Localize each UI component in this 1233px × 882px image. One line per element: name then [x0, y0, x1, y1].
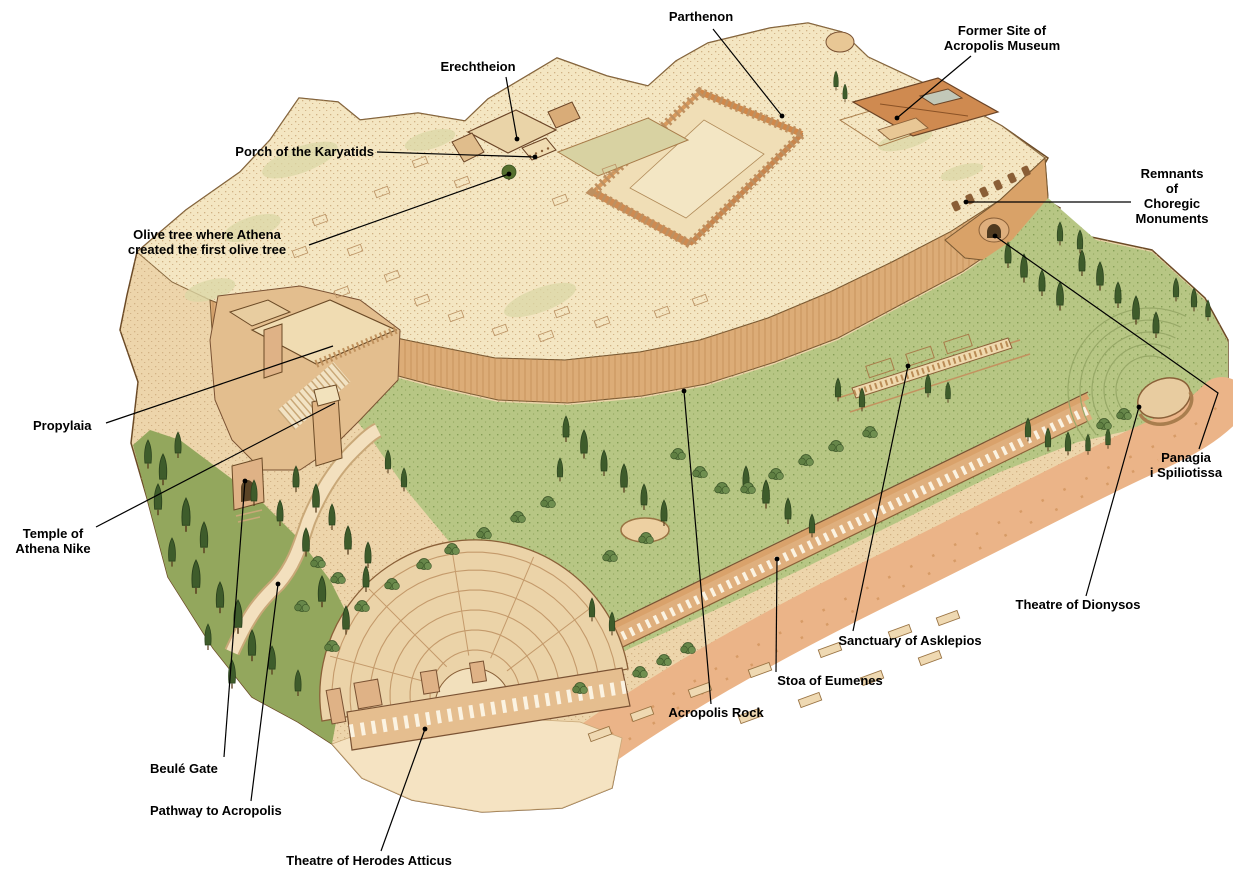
- leader-dot-olive-tree: [506, 171, 512, 177]
- label-line: Theatre of Dionysos: [1015, 597, 1141, 612]
- leader-dot-theatre-of-herodes-atticus: [422, 726, 428, 732]
- label-line: created the first olive tree: [127, 242, 287, 257]
- leader-dot-erechtheion: [514, 136, 520, 142]
- leader-line-former-acropolis-museum: [896, 55, 972, 119]
- label-line: Erechtheion: [440, 59, 516, 74]
- label-line: Olive tree where Athena: [133, 227, 281, 242]
- label-sanctuary-of-asklepios: Sanctuary of Asklepios: [838, 633, 981, 648]
- leader-line-panagia-i-spiliotissa: [994, 235, 1219, 450]
- label-line: Monuments: [1135, 211, 1209, 226]
- leader-dot-porch-of-the-karyatids: [532, 154, 538, 160]
- label-line: Choregic: [1143, 196, 1201, 211]
- leader-dot-pathway-to-acropolis: [275, 581, 281, 587]
- label-line: Former Site of: [957, 23, 1047, 38]
- temple-of-athena-nike-building: [311, 384, 343, 467]
- label-acropolis-rock: Acropolis Rock: [668, 705, 763, 720]
- label-parthenon: Parthenon: [669, 9, 733, 24]
- label-line: Beulé Gate: [150, 761, 218, 776]
- leader-line-beule-gate: [223, 480, 246, 758]
- leader-dot-stoa-of-eumenes: [774, 556, 780, 562]
- leader-line-theatre-of-dionysos: [1085, 406, 1140, 597]
- leader-lines: [95, 28, 1219, 852]
- leader-line-theatre-of-herodes-atticus: [380, 728, 426, 852]
- leader-line-parthenon: [712, 28, 783, 117]
- label-theatre-of-herodes-atticus: Theatre of Herodes Atticus: [286, 853, 452, 868]
- label-line: Panagia: [1161, 450, 1211, 465]
- label-line: Athena Nike: [15, 541, 91, 556]
- label-line: of: [1165, 181, 1179, 196]
- leader-line-pathway-to-acropolis: [250, 583, 279, 802]
- pathway: [224, 422, 382, 656]
- label-line: Porch of the Karyatids: [235, 144, 374, 159]
- label-erechtheion: Erechtheion: [440, 59, 515, 74]
- leader-line-olive-tree: [308, 173, 510, 246]
- label-beule-gate: Beulé Gate: [150, 761, 218, 776]
- label-line: i Spiliotissa: [1149, 465, 1223, 480]
- leader-line-erechtheion: [505, 76, 518, 140]
- leader-line-propylaia: [105, 345, 334, 424]
- leader-dot-remnants-of-choregic-monuments: [963, 199, 969, 205]
- leader-dot-parthenon: [779, 113, 785, 119]
- terrace-road: [527, 377, 1233, 803]
- museum-building: [825, 31, 1000, 147]
- leader-line-acropolis-rock: [683, 390, 712, 705]
- propylaia-building: [209, 285, 401, 471]
- label-line: Parthenon: [668, 9, 734, 24]
- leader-line-porch-of-the-karyatids: [376, 151, 536, 158]
- leader-dot-sanctuary-of-asklepios: [905, 363, 911, 369]
- label-line: Acropolis Museum: [943, 38, 1061, 53]
- label-line: Theatre of Herodes Atticus: [286, 853, 452, 868]
- label-porch-of-the-karyatids: Porch of the Karyatids: [235, 144, 374, 159]
- stoa-of-eumenes-building: [593, 391, 1093, 660]
- leader-dot-theatre-of-dionysos: [1136, 404, 1142, 410]
- label-pathway-to-acropolis: Pathway to Acropolis: [150, 803, 282, 818]
- leader-dot-beule-gate: [242, 478, 248, 484]
- label-propylaia: Propylaia: [33, 418, 92, 433]
- label-line: Sanctuary of Asklepios: [838, 633, 982, 648]
- belvedere: [825, 31, 855, 53]
- label-stoa-of-eumenes: Stoa of Eumenes: [777, 673, 882, 688]
- leader-line-temple-of-athena-nike: [95, 402, 336, 528]
- label-line: Propylaia: [33, 418, 92, 433]
- theatre-of-dionysos-building: [1067, 307, 1194, 444]
- choregic-niches: [951, 165, 1031, 212]
- label-line: Temple of: [22, 526, 84, 541]
- label-line: Pathway to Acropolis: [150, 803, 282, 818]
- leader-dot-former-acropolis-museum: [894, 115, 900, 121]
- label-theatre-of-dionysos: Theatre of Dionysos: [1016, 597, 1141, 612]
- erechtheion-building: [451, 101, 690, 177]
- panagia-cave: [978, 217, 1010, 243]
- label-line: Stoa of Eumenes: [777, 673, 883, 688]
- label-line: Remnants: [1140, 166, 1204, 181]
- label-line: Acropolis Rock: [668, 705, 764, 720]
- sanctuary-of-asklepios-ruins: [837, 333, 1031, 413]
- leader-dot-panagia-i-spiliotissa: [992, 233, 998, 239]
- leader-line-sanctuary-of-asklepios: [852, 365, 909, 632]
- leader-dot-acropolis-rock: [681, 388, 687, 394]
- leader-line-stoa-of-eumenes: [775, 558, 778, 673]
